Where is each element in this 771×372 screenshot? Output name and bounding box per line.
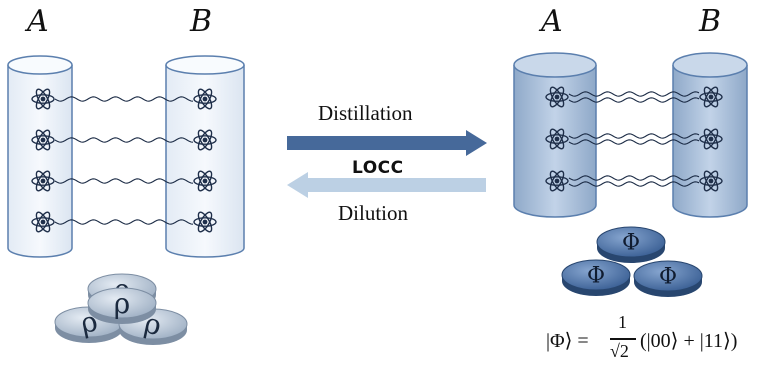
right-party-b-label: B (699, 4, 722, 39)
phi-coin: Φ (561, 259, 631, 296)
phi-coin: Φ (633, 260, 703, 297)
rho-coin: ρ (87, 287, 157, 324)
atom-icon (699, 170, 723, 192)
bell-state-formula: |Φ⟩ = 1 √2 (|00⟩ + |11⟩) (546, 312, 768, 368)
entangled-pair (31, 170, 217, 192)
locc-label: LOCC (352, 158, 404, 178)
distillation-label: Distillation (318, 101, 413, 125)
phi-coin: Φ (596, 226, 666, 263)
process-arrows (287, 130, 487, 198)
dilution-label: Dilution (338, 201, 409, 225)
entangled-pair (31, 88, 217, 110)
atom-icon (31, 88, 55, 110)
atom-icon (699, 86, 723, 108)
atom-icon (31, 170, 55, 192)
coin-symbol: Φ (659, 265, 677, 290)
entangled-pair (545, 170, 723, 192)
right-entangled-pairs (545, 86, 723, 192)
formula-lhs: |Φ⟩ = (546, 330, 589, 352)
atom-icon (699, 128, 723, 150)
formula-numerator: 1 (618, 312, 627, 332)
atom-icon (193, 129, 217, 151)
formula-fraction-bar (610, 338, 636, 340)
left-party-b-label: B (190, 4, 213, 39)
atom-icon (193, 170, 217, 192)
atom-icon (545, 128, 569, 150)
coin-symbol: Φ (622, 231, 640, 256)
distillation-arrow (287, 130, 487, 156)
entangled-pair (545, 86, 723, 108)
right-party-a-label: A (541, 4, 563, 39)
left-party-a-label: A (27, 4, 49, 39)
formula-denominator: √2 (610, 341, 629, 361)
coin-symbol: Φ (587, 264, 605, 289)
atom-icon (31, 211, 55, 233)
rho-coin-stack: ρρρρ (54, 273, 188, 345)
right-cylinder-a (513, 52, 597, 218)
dilution-arrow-head (287, 172, 308, 198)
left-cylinder-b (165, 55, 245, 258)
atom-icon (545, 86, 569, 108)
left-panel: ρρρρ (7, 55, 245, 345)
entangled-pair (545, 128, 723, 150)
atom-icon (193, 88, 217, 110)
atom-icon (31, 129, 55, 151)
dilution-arrow (287, 178, 486, 192)
atom-icon (545, 170, 569, 192)
left-entangled-pairs (31, 88, 217, 233)
entangled-pair (31, 211, 217, 233)
atom-icon (193, 211, 217, 233)
formula-rhs: (|00⟩ + |11⟩) (640, 330, 738, 352)
left-cylinder-a (7, 55, 73, 258)
coin-symbol: ρ (114, 287, 130, 320)
entangled-pair (31, 129, 217, 151)
